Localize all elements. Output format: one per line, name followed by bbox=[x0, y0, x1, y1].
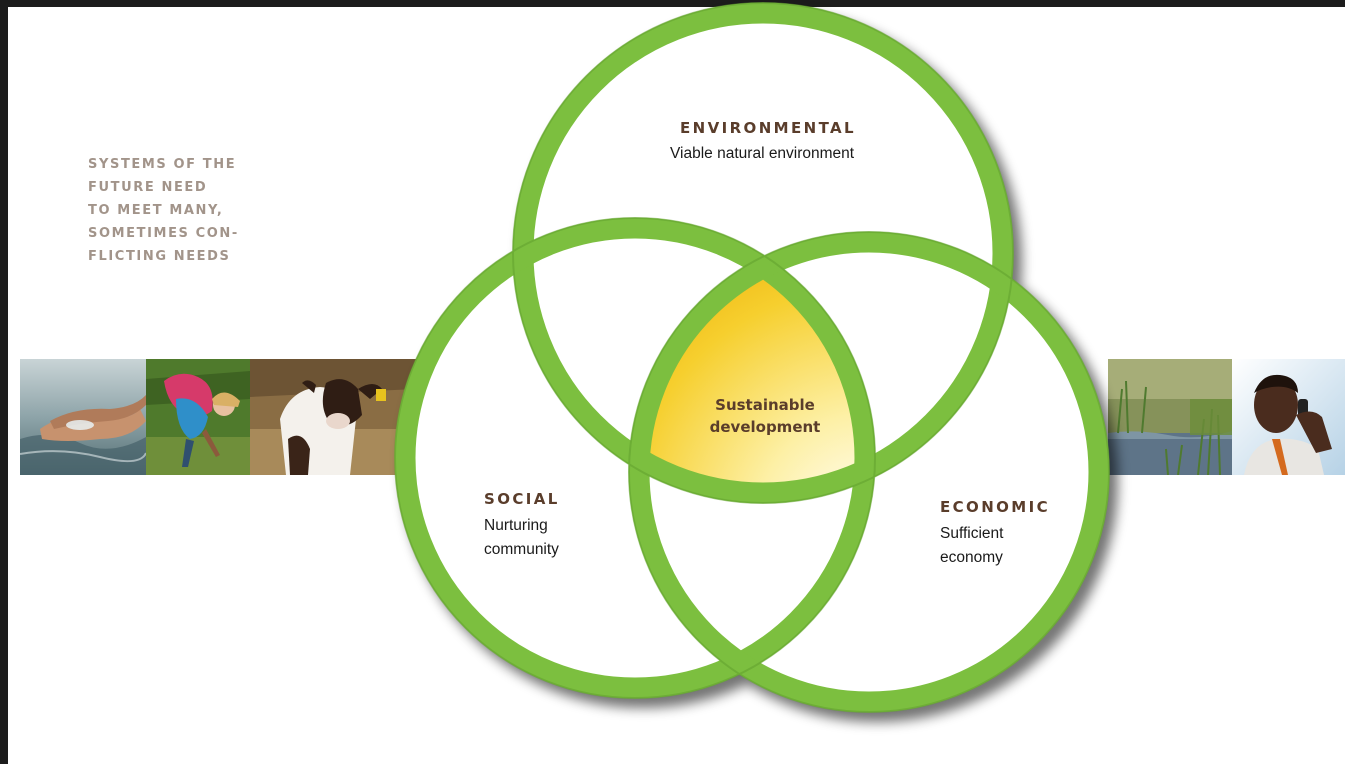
sustainable-development-region bbox=[639, 242, 865, 493]
intro-text: SYSTEMS OF THE FUTURE NEED TO MEET MANY,… bbox=[88, 157, 239, 264]
frame-left-border bbox=[0, 0, 8, 764]
social-subtitle: Nurturing community bbox=[484, 517, 559, 558]
water-hands-photo bbox=[20, 359, 146, 475]
frame-top-border bbox=[0, 0, 1345, 7]
calf-photo bbox=[250, 359, 416, 475]
center-label: Sustainable development bbox=[709, 396, 821, 436]
child-farming-photo bbox=[146, 359, 250, 475]
environmental-title: ENVIRONMENTAL bbox=[680, 119, 857, 137]
person-on-phone-photo bbox=[1232, 359, 1345, 475]
wetland-photo bbox=[1108, 359, 1232, 475]
social-ring bbox=[394, 217, 876, 699]
ring-edges bbox=[394, 2, 1110, 713]
economic-title: ECONOMIC bbox=[940, 498, 1051, 516]
economic-ring bbox=[628, 231, 1110, 713]
social-title: SOCIAL bbox=[484, 490, 560, 508]
environmental-subtitle: Viable natural environment bbox=[670, 145, 855, 162]
economic-subtitle: Sufficient economy bbox=[940, 525, 1004, 566]
